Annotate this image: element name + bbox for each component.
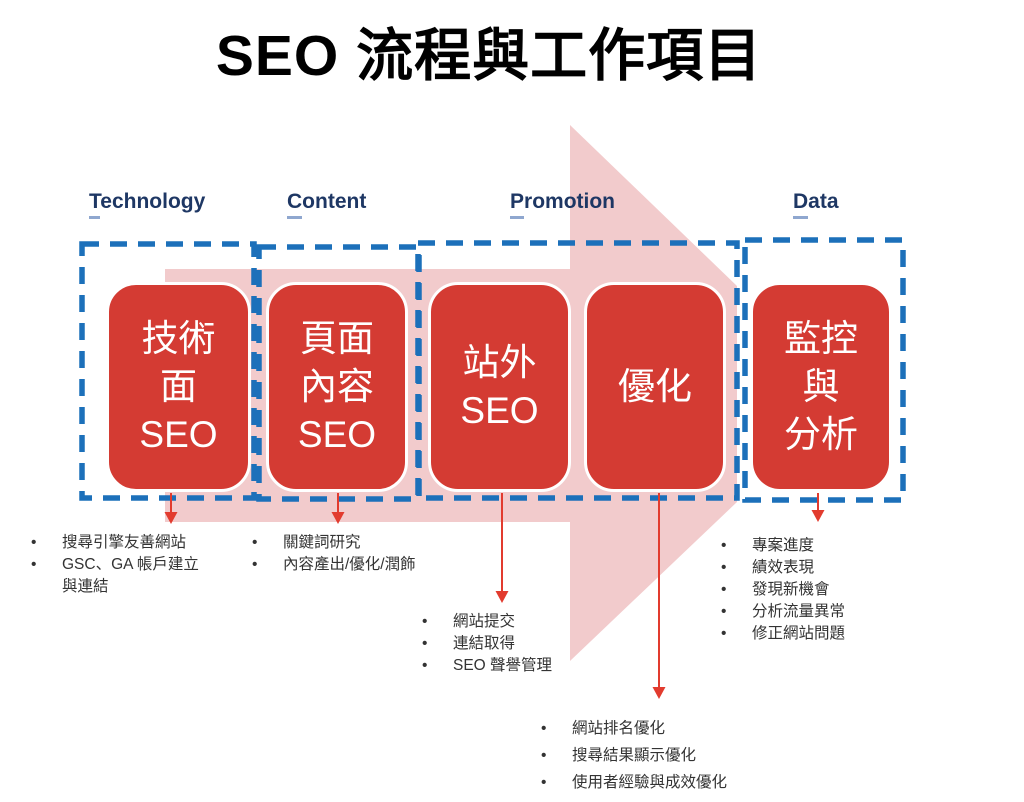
stage-box-technical-seo: 技術 面 SEO bbox=[106, 282, 251, 492]
list-item: GSC、GA 帳戶建立 與連結 bbox=[20, 554, 240, 598]
list-item-text: 發現新機會 bbox=[752, 581, 830, 598]
stage-box-line: 內容 bbox=[300, 365, 374, 407]
bullet-dot bbox=[710, 579, 752, 601]
category-label-data: Data bbox=[793, 189, 839, 219]
bullet-dot bbox=[411, 611, 453, 633]
list-item: 連結取得 bbox=[411, 633, 631, 655]
bullet-dot bbox=[241, 554, 283, 576]
category-label-promotion: Promotion bbox=[510, 189, 615, 219]
list-item-text: 網站提交 bbox=[453, 613, 516, 630]
list-item-text: 連結取得 bbox=[453, 635, 516, 652]
category-label-content: Content bbox=[287, 189, 366, 219]
list-item-text: 網站排名優化 bbox=[572, 720, 666, 737]
list-item: 發現新機會 bbox=[710, 579, 940, 601]
list-item: SEO 聲譽管理 bbox=[411, 655, 631, 677]
list-item: 網站排名優化 bbox=[530, 715, 800, 742]
down-arrow-optimization bbox=[652, 493, 666, 699]
stage-box-line: 頁面 bbox=[300, 317, 374, 359]
bullet-dot bbox=[710, 623, 752, 645]
stage-box-line: SEO bbox=[460, 390, 539, 431]
down-arrow-technology bbox=[164, 493, 178, 524]
list-item-text: 分析流量異常 bbox=[752, 603, 846, 620]
down-arrow-offsite bbox=[495, 493, 509, 603]
list-item-text: 搜尋結果顯示優化 bbox=[572, 747, 697, 764]
stage-box-offsite-seo: 站外 SEO bbox=[428, 282, 571, 492]
stage-box-line: 站外 bbox=[462, 341, 537, 383]
page-title: SEO 流程與工作項目 bbox=[215, 24, 763, 88]
bullet-dot bbox=[530, 769, 572, 796]
stage-box-line: 分析 bbox=[784, 414, 858, 456]
bullet-dot bbox=[411, 633, 453, 655]
list-item: 網站提交 bbox=[411, 611, 631, 633]
stage-box-page-content-seo: 頁面 內容 SEO bbox=[266, 282, 408, 492]
bullet-dot bbox=[20, 554, 62, 576]
list-item: 修正網站問題 bbox=[710, 623, 940, 645]
list-item-text: 搜尋引擎友善網站 bbox=[62, 534, 187, 551]
bullet-list-content: 關鍵詞研究 內容產出/優化/潤飾 bbox=[241, 532, 471, 576]
list-item: 績效表現 bbox=[710, 557, 940, 579]
stage-box-line: 與 bbox=[802, 365, 840, 407]
stage-box-monitor-analyze: 監控 與 分析 bbox=[750, 282, 892, 492]
bullet-list-offsite-seo: 網站提交 連結取得 SEO 聲譽管理 bbox=[411, 611, 631, 677]
bullet-list-technology: 搜尋引擎友善網站 GSC、GA 帳戶建立 與連結 bbox=[20, 532, 240, 598]
list-item-text: 關鍵詞研究 bbox=[283, 534, 361, 551]
list-item-text: 績效表現 bbox=[752, 559, 815, 576]
bullet-list-data: 專案進度 績效表現 發現新機會 分析流量異常 修正網站問題 bbox=[710, 535, 940, 645]
bullet-dot bbox=[411, 655, 453, 677]
list-item: 關鍵詞研究 bbox=[241, 532, 471, 554]
stage-box-optimization: 優化 bbox=[584, 282, 726, 492]
bullet-dot bbox=[241, 532, 283, 554]
stage-box-line: 優化 bbox=[618, 365, 692, 407]
bullet-dot bbox=[530, 715, 572, 742]
bullet-dot bbox=[710, 535, 752, 557]
list-item: 搜尋引擎友善網站 bbox=[20, 532, 240, 554]
list-item-text: 內容產出/優化/潤飾 bbox=[283, 556, 416, 573]
list-item: 分析流量異常 bbox=[710, 601, 940, 623]
stage-box-line: 技術 bbox=[141, 317, 216, 359]
stage-box-line: 監控 bbox=[784, 317, 858, 359]
stage-box-line: SEO bbox=[139, 414, 218, 456]
down-arrow-data bbox=[811, 493, 825, 522]
list-item: 內容產出/優化/潤飾 bbox=[241, 554, 471, 576]
list-item-text: 修正網站問題 bbox=[752, 625, 846, 642]
bullet-dot bbox=[710, 557, 752, 579]
bullet-dot bbox=[20, 532, 62, 554]
bullet-dot bbox=[530, 742, 572, 769]
down-arrow-content bbox=[331, 493, 345, 524]
list-item: 搜尋結果顯示優化 bbox=[530, 742, 800, 769]
list-item-text: GSC、GA 帳戶建立 與連結 bbox=[62, 556, 199, 595]
list-item-text: SEO 聲譽管理 bbox=[453, 657, 553, 674]
list-item-text: 使用者經驗與成效優化 bbox=[572, 774, 728, 791]
bullet-dot bbox=[710, 601, 752, 623]
stage-box-line: 面 bbox=[160, 365, 197, 407]
list-item: 專案進度 bbox=[710, 535, 940, 557]
list-item-text: 專案進度 bbox=[752, 537, 815, 554]
category-label-technology: Technology bbox=[89, 189, 205, 219]
stage-box-line: SEO bbox=[297, 414, 377, 456]
bullet-list-optimization: 網站排名優化 搜尋結果顯示優化 使用者經驗與成效優化 bbox=[530, 715, 800, 796]
list-item: 使用者經驗與成效優化 bbox=[530, 769, 800, 796]
